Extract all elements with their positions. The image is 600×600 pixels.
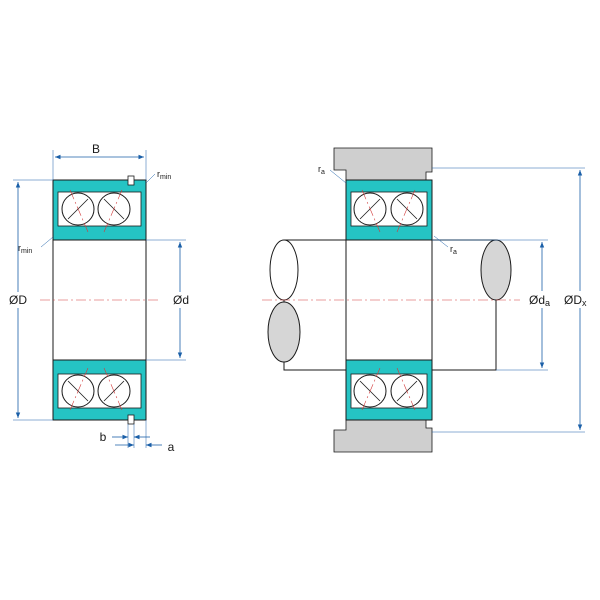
ra-top-main: r bbox=[318, 164, 321, 174]
dx-main: ØD bbox=[564, 293, 582, 307]
b-width-label: B bbox=[92, 142, 100, 156]
da-label-bg bbox=[528, 291, 558, 308]
right-top-bearing-section bbox=[345, 179, 433, 241]
housing-bottom bbox=[333, 419, 433, 453]
rmin-left-leader bbox=[40, 236, 54, 248]
dx-label: ØDx bbox=[564, 293, 587, 308]
shaft-left-end bbox=[267, 301, 301, 363]
right-mounting-view: ra ra Øda ØDx bbox=[262, 147, 597, 453]
bore-label: Ød bbox=[173, 293, 189, 307]
bottom-snap-ring-groove bbox=[127, 414, 135, 425]
ra-inner-label: ra bbox=[450, 244, 457, 256]
rmin-left-main: r bbox=[18, 243, 21, 253]
ra-inner-leader bbox=[433, 235, 449, 248]
right-top-contact-right bbox=[396, 189, 416, 233]
da-sub: a bbox=[545, 298, 550, 308]
ra-inner-main: r bbox=[450, 244, 453, 254]
od-label: ØD bbox=[9, 293, 27, 307]
rmin-top-leader bbox=[145, 173, 156, 184]
b-groove-label: b bbox=[100, 430, 107, 444]
right-bottom-contact-left bbox=[361, 367, 381, 411]
housing-top bbox=[333, 147, 433, 181]
dx-label-bg bbox=[563, 291, 597, 308]
bore-label-bg bbox=[168, 292, 194, 308]
a-offset-label: a bbox=[168, 440, 175, 454]
right-top-contact-left bbox=[361, 189, 381, 233]
ra-top-leader bbox=[329, 169, 347, 184]
left-bearing-view: B ØD Ød rmin rmin b a bbox=[5, 142, 194, 454]
shaft-body bbox=[283, 239, 497, 371]
da-label: Øda bbox=[529, 293, 550, 308]
bottom-contact-line-right bbox=[103, 367, 123, 411]
rmin-top-label: rmin bbox=[157, 169, 171, 181]
rmin-left-label: rmin bbox=[18, 243, 32, 255]
od-label-bg bbox=[5, 292, 31, 308]
right-bottom-bearing-section bbox=[345, 359, 433, 421]
bottom-bearing-section bbox=[52, 359, 147, 425]
ra-top-label: ra bbox=[318, 164, 325, 176]
rmin-top-main: r bbox=[157, 169, 160, 179]
ra-top-sub: a bbox=[321, 169, 325, 176]
top-bearing-section bbox=[52, 175, 147, 241]
top-contact-line-right bbox=[103, 189, 123, 233]
shaft-left-end-top bbox=[269, 239, 299, 301]
top-contact-line-left bbox=[69, 189, 89, 233]
ra-inner-sub: a bbox=[453, 249, 457, 256]
bottom-contact-line-left bbox=[69, 367, 89, 411]
shaft-right-end bbox=[480, 239, 512, 301]
rmin-left-sub: min bbox=[21, 248, 32, 255]
dx-sub: x bbox=[582, 298, 587, 308]
da-main: Ød bbox=[529, 293, 545, 307]
top-snap-ring-groove bbox=[127, 175, 135, 186]
right-bottom-contact-right bbox=[396, 367, 416, 411]
rmin-top-sub: min bbox=[160, 174, 171, 181]
